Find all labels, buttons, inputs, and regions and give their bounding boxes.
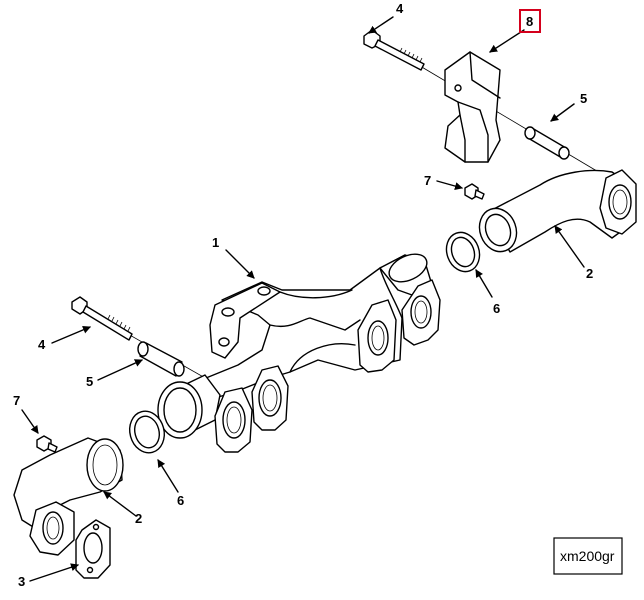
- callout-1: 1: [212, 235, 219, 250]
- callout-4-left: 4: [38, 337, 46, 352]
- callout-8: 8: [526, 14, 533, 29]
- elbow-pipe-left: [13, 437, 124, 556]
- drawing-code: xm200gr: [560, 548, 615, 564]
- callout-2-right: 2: [586, 266, 593, 281]
- callout-7-top: 7: [424, 173, 431, 188]
- bolt-top: [363, 29, 425, 71]
- callout-5-left: 5: [86, 374, 93, 389]
- spacer-left: [137, 341, 185, 377]
- gasket-ring-left: [129, 410, 165, 454]
- port-flange-2: [357, 299, 397, 373]
- callout-8-highlight: 8: [519, 9, 541, 33]
- port-flange-1: [401, 279, 441, 346]
- plug-left: [36, 435, 58, 453]
- code-frame: [553, 537, 623, 575]
- gasket-ring-right: [445, 231, 481, 273]
- port-flange-4: [214, 387, 253, 453]
- callout-4-top: 4: [396, 1, 404, 16]
- drawing-code-box: xm200gr: [553, 537, 623, 575]
- spacer-top: [524, 126, 570, 160]
- plug-top: [464, 183, 485, 200]
- heat-shield-bracket: [444, 51, 501, 163]
- highlight-box: [519, 9, 541, 33]
- callout-2-left: 2: [135, 511, 142, 526]
- callout-6-left: 6: [177, 493, 184, 508]
- callout-labels: 4 5 7 1 2 6 4 5 7 6 2 3: [13, 1, 593, 589]
- callout-3: 3: [18, 574, 25, 589]
- callout-7-left: 7: [13, 393, 20, 408]
- bolt-left: [71, 296, 133, 341]
- port-flange-3: [251, 365, 289, 431]
- exhaust-manifold: [157, 253, 441, 453]
- leader-lines: [21, 16, 585, 582]
- flange-gasket: [75, 519, 111, 579]
- callout-5-top: 5: [580, 91, 587, 106]
- callout-6-right: 6: [493, 301, 500, 316]
- elbow-pipe-right: [478, 169, 637, 253]
